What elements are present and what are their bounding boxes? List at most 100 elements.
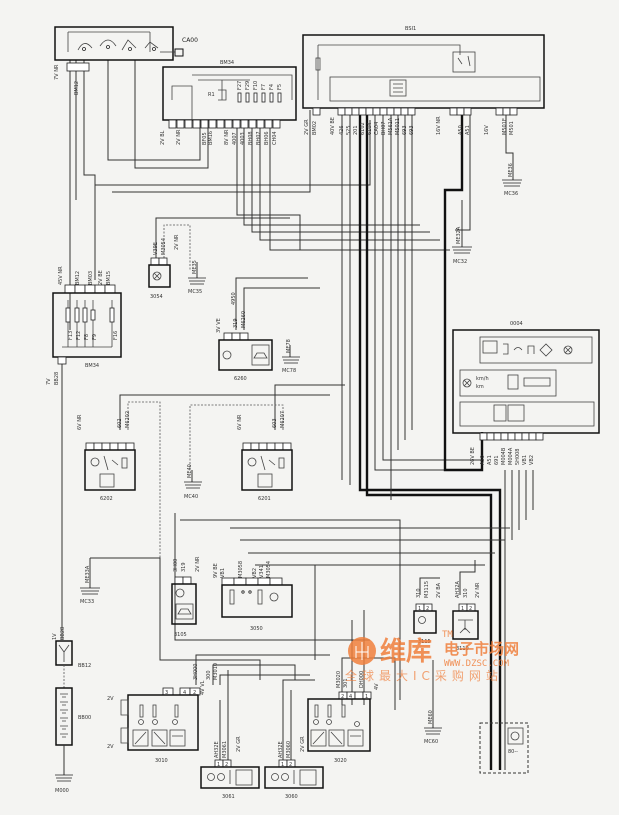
svg-text:CA04: CA04 xyxy=(374,122,380,135)
svg-text:ME40: ME40 xyxy=(187,464,193,478)
watermark-slogan: 全球最大IC采购网站 xyxy=(345,668,503,683)
svg-text:BM03: BM03 xyxy=(88,271,94,285)
svg-text:6104: 6104 xyxy=(367,122,373,135)
svg-text:6102: 6102 xyxy=(360,122,366,135)
svg-text:2V GR: 2V GR xyxy=(236,736,242,752)
watermark: 维库 TM 电子市场网 WWW.DZSC.COM 全球最大IC采购网站 xyxy=(345,630,519,683)
svg-text:MC32: MC32 xyxy=(453,259,467,265)
svg-text:F5: F5 xyxy=(277,84,283,90)
svg-text:2V NR: 2V NR xyxy=(475,582,481,598)
svg-text:VB2: VB2 xyxy=(529,455,535,465)
svg-text:M3060: M3060 xyxy=(286,741,292,758)
svg-text:319: 319 xyxy=(181,562,187,572)
svg-text:3105: 3105 xyxy=(174,632,187,638)
svg-text:6202: 6202 xyxy=(100,496,113,502)
component-3110: AH32A 310 2V NR 1 2 3110 xyxy=(452,580,481,652)
svg-text:M6207: M6207 xyxy=(280,411,286,428)
svg-text:300: 300 xyxy=(206,670,212,680)
svg-text:M561A: M561A xyxy=(388,117,394,135)
svg-text:3050: 3050 xyxy=(250,626,263,632)
component-3115: 310 M3115 2V BA 1 2 3115 xyxy=(413,581,442,645)
svg-text:2V NR: 2V NR xyxy=(174,234,180,250)
component-bb12: 1V BB28 BB12 xyxy=(52,627,91,669)
ca00-connector: BM12 xyxy=(74,81,80,95)
svg-text:310: 310 xyxy=(463,588,469,598)
component-6260: 3V VE 319 M6260 4950 6260 ME78 MC78 xyxy=(216,292,300,382)
svg-text:AH32A: AH32A xyxy=(455,580,461,598)
svg-text:691: 691 xyxy=(494,455,500,465)
component-6201: 6V NR 603 M6207 6201 xyxy=(237,411,293,502)
svg-text:CH04: CH04 xyxy=(272,131,278,145)
svg-text:16V: 16V xyxy=(484,125,490,135)
svg-text:F16: F16 xyxy=(113,331,119,340)
svg-text:602: 602 xyxy=(117,418,123,428)
component-bb00: BB00 xyxy=(55,687,91,746)
svg-text:M6202: M6202 xyxy=(125,411,131,428)
svg-text:9V BE: 9V BE xyxy=(213,563,219,578)
svg-text:80--: 80-- xyxy=(508,749,518,755)
watermark-url: WWW.DZSC.COM xyxy=(444,659,510,669)
svg-text:45V NR: 45V NR xyxy=(58,266,64,285)
svg-text:2V BE: 2V BE xyxy=(98,270,104,285)
svg-text:201: 201 xyxy=(353,125,359,135)
svg-text:ME36: ME36 xyxy=(508,163,514,177)
component-3061: AH32E M3061 2V GR 1 2 3061 xyxy=(200,736,260,800)
svg-text:426: 426 xyxy=(339,125,345,135)
svg-text:6V NR: 6V NR xyxy=(77,414,83,430)
svg-text:3020: 3020 xyxy=(334,758,347,764)
svg-text:F9: F9 xyxy=(92,334,98,340)
svg-text:2: 2 xyxy=(193,690,196,696)
svg-text:6V NR: 6V NR xyxy=(237,414,243,430)
svg-text:BM02: BM02 xyxy=(312,121,318,135)
svg-text:BH08: BH08 xyxy=(248,131,254,145)
bm34-pins xyxy=(168,119,281,129)
svg-text:1: 1 xyxy=(418,606,421,612)
svg-text:7V: 7V xyxy=(46,378,52,385)
svg-text:ME78: ME78 xyxy=(286,339,292,353)
component-3060: AH32E M3060 2V GR 1 2 3060 xyxy=(264,736,324,800)
svg-text:2V: 2V xyxy=(107,696,114,702)
svg-text:3115: 3115 xyxy=(418,639,431,645)
ground-mc32: ME32A MC32 xyxy=(452,200,472,265)
svg-text:BF05: BF05 xyxy=(202,132,208,145)
svg-text:2: 2 xyxy=(426,606,429,612)
svg-text:BB28: BB28 xyxy=(54,372,60,385)
svg-text:8V NR: 8V NR xyxy=(224,129,230,145)
svg-text:F29: F29 xyxy=(245,81,251,90)
ground-mc60: ME60 MC60 xyxy=(424,660,442,745)
svg-text:3V VE: 3V VE xyxy=(216,318,222,333)
svg-text:VB1: VB1 xyxy=(220,568,226,578)
svg-text:4007: 4007 xyxy=(232,132,238,145)
component-ca00: CA00 7V NR BM12 xyxy=(54,26,198,95)
svg-text:TM: TM xyxy=(442,630,453,640)
svg-text:3010: 3010 xyxy=(155,758,168,764)
ground-mc36: ME36 MC36 xyxy=(502,163,522,197)
svg-text:DH000: DH000 xyxy=(359,671,365,688)
svg-text:603: 603 xyxy=(272,418,278,428)
svg-text:2V NR: 2V NR xyxy=(195,556,201,572)
svg-text:40V BE: 40V BE xyxy=(330,117,336,135)
component-3020: M3020 301 DH000 4V 2 4 1 3020 xyxy=(307,671,380,764)
svg-text:4950: 4950 xyxy=(231,292,237,305)
bsi1-label: BSI1 xyxy=(405,26,416,32)
svg-text:BM16: BM16 xyxy=(208,131,214,145)
svg-text:M004A: M004A xyxy=(508,447,514,465)
svg-text:0004: 0004 xyxy=(510,321,523,327)
svg-text:M501E: M501E xyxy=(502,118,508,135)
svg-text:A51: A51 xyxy=(487,455,493,465)
svg-text:M3061: M3061 xyxy=(222,741,228,758)
svg-text:VB1: VB1 xyxy=(522,455,528,465)
svg-text:3061: 3061 xyxy=(222,794,235,800)
svg-text:M3115: M3115 xyxy=(424,581,430,598)
svg-text:1: 1 xyxy=(281,762,284,768)
svg-text:ME33A: ME33A xyxy=(85,565,91,583)
svg-text:2V: 2V xyxy=(107,744,114,750)
svg-text:2: 2 xyxy=(289,762,292,768)
svg-text:M6260: M6260 xyxy=(241,311,247,328)
component-bsi1: BSI1 2V GR BM02 40V BE 426 525 201 6102 … xyxy=(302,26,545,197)
svg-text:1: 1 xyxy=(365,694,368,700)
svg-text:693: 693 xyxy=(409,125,415,135)
watermark-title: 电子市场网 xyxy=(444,640,519,658)
bsi1-pins xyxy=(312,107,518,116)
svg-text:4: 4 xyxy=(183,690,186,696)
